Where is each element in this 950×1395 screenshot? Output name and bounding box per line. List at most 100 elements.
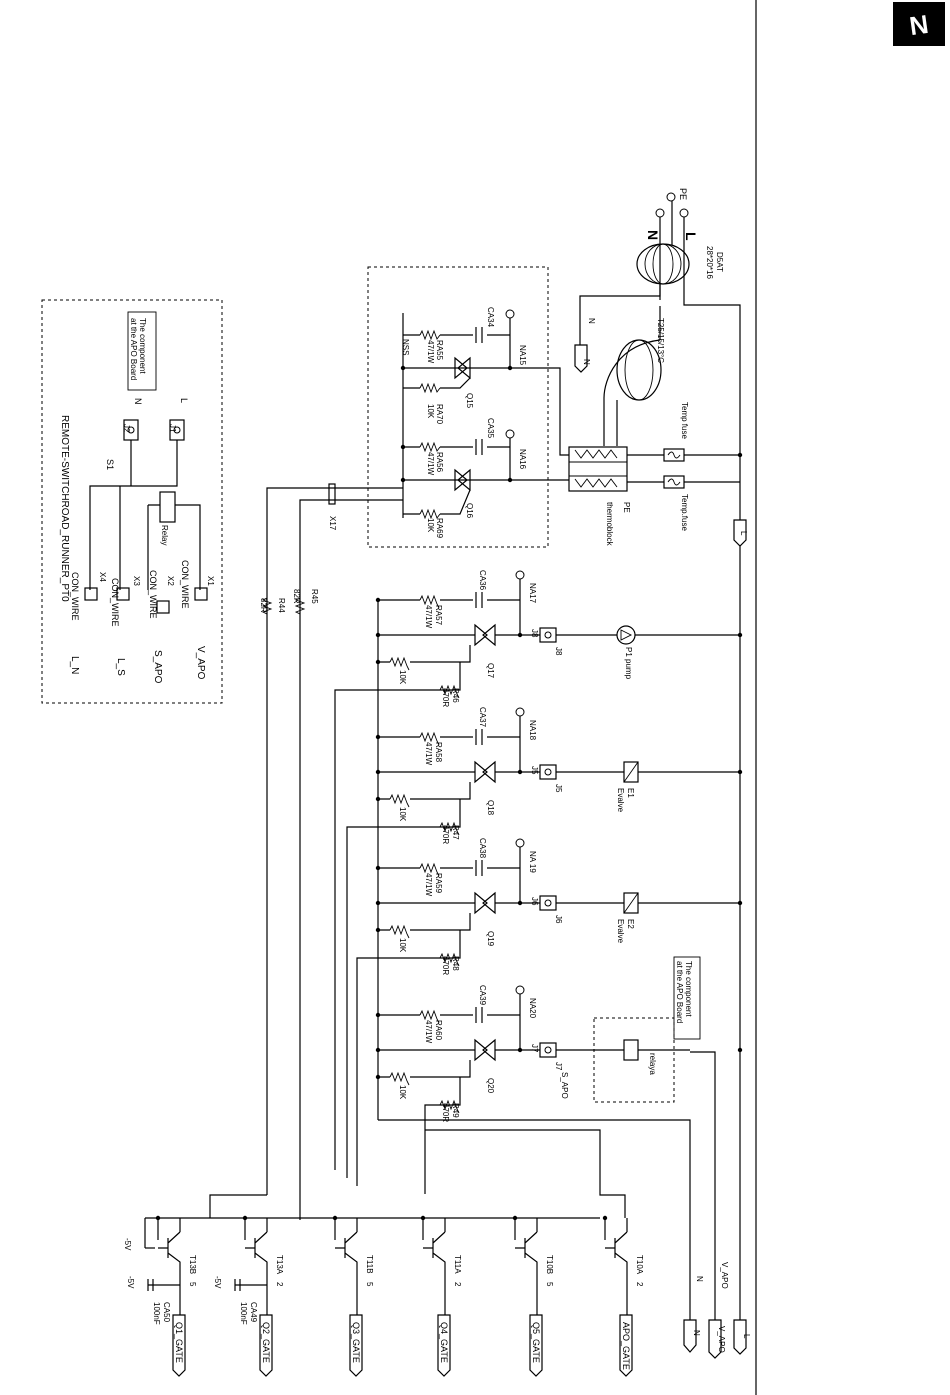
svg-text:Q16: Q16 [465,503,474,519]
node-label: NA17 [528,583,537,604]
svg-text:V_APO: V_APO [195,646,206,680]
snubber-resistor [419,731,440,746]
svg-text:R45: R45 [310,589,319,604]
transistor-label: T10A [635,1255,644,1275]
transistor-label: T10B [545,1255,554,1274]
cap-label: CA38 [478,838,487,859]
snubber-resistor [419,1009,440,1024]
svg-text:X2: X2 [166,576,175,586]
power-rails [377,546,741,1320]
transistor-pin: 5 [365,1282,374,1287]
transistor-pin: 2 [635,1282,644,1287]
snubber-value: 47/1W [424,873,433,897]
svg-text:RA55: RA55 [435,340,444,361]
svg-text:10K: 10K [426,518,435,533]
svg-text:82R: 82R [259,598,268,613]
svg-text:L: L [742,1334,751,1339]
cap-label: CA36 [478,570,487,591]
transistor-label: T11A [453,1255,462,1274]
snubber-resistor [419,594,440,609]
svg-text:L: L [179,398,189,403]
supply-label: -5V [126,1276,135,1289]
cap-label: CA37 [478,707,487,728]
drive-resistor [439,821,460,836]
svg-text:S1: S1 [105,459,115,470]
triac [474,760,488,784]
gate-label: Q5_GATE [531,1322,541,1363]
triac-label: Q18 [486,800,495,816]
svg-text:J1: J1 [168,424,177,433]
drive-res-value: 470R [441,1103,450,1122]
svg-text:Temp.fuse: Temp.fuse [680,494,689,531]
svg-text:thermoblock: thermoblock [605,502,614,547]
svg-text:RA56: RA56 [435,452,444,473]
svg-text:L_S: L_S [115,658,126,676]
drive-res-value: 470R [441,825,450,844]
gate-label: Q4_GATE [439,1322,449,1363]
triac-label: Q17 [486,663,495,679]
svg-text:The component: The component [138,318,147,374]
gate-label: APO_GATE [621,1322,631,1370]
drive-resistor [439,1099,460,1114]
svg-text:NA16: NA16 [518,449,527,470]
gate-connector [259,1314,273,1377]
drive-res-value: 470R [441,956,450,975]
svg-text:Relay: Relay [160,525,169,545]
gate-resistor [389,1071,410,1086]
bottom-nets: N N V_APO V_APO L [683,1262,751,1359]
gate-drive-line [346,826,440,1178]
connector-label-2: J5 [554,784,563,793]
gate-res-value: 10K [398,807,407,822]
drive-res-value: 470R [441,688,450,707]
valve-id: E2 [626,919,635,929]
cap-value: 100nF [152,1302,161,1325]
svg-text:CON_WIRE: CON_WIRE [70,572,80,621]
triac [474,1038,488,1062]
remote-switch-block: The component at the APO Board N L J2 J1… [41,299,223,704]
supply-label: -5V [213,1276,222,1289]
svg-text:D5AT: D5AT [715,252,724,272]
cap-label: CA50 [162,1302,171,1323]
triac-stage-4: CA39RA6047/1WNA20Q20J7J710KR49470Rrelaya… [375,985,743,1194]
gate-res-value: 10K [398,670,407,685]
pump-icon [616,625,636,645]
snubber-resistor [419,862,440,877]
svg-text:N: N [645,230,661,240]
svg-text:X4: X4 [98,572,107,582]
gate-label: Q3_GATE [351,1322,361,1363]
gate-resistor [389,793,410,808]
snubber-value: 47/1W [424,605,433,629]
svg-text:CON_WIRE: CON_WIRE [148,570,158,619]
svg-text:at the APO Board: at the APO Board [675,961,684,1023]
svg-text:N: N [133,398,143,405]
svg-text:10K: 10K [426,404,435,419]
gate-connector [349,1314,363,1377]
driver-transistors: T13B5Q1_GATECA50100nF-5VT13A2Q2_GATECA49… [123,1129,644,1377]
gate-resistor [389,924,410,939]
svg-text:L: L [683,232,699,241]
relay-coil [623,1039,639,1061]
connector-label-2: J6 [554,915,563,924]
transistor-pin: 2 [453,1282,462,1287]
node-label: NA20 [528,998,537,1019]
gate-connector [619,1314,633,1377]
svg-text:N: N [582,359,591,365]
gate-resistors: R45 82R R44 82R [259,589,319,615]
drive-resistor [439,684,460,699]
brand-logo-letter: N [907,9,930,41]
svg-text:CA35: CA35 [486,418,495,439]
svg-text:S_APO: S_APO [152,650,163,684]
transistor-pin: 2 [275,1282,284,1287]
connector-label: J6 [530,897,539,906]
drive-res-label: R46 [451,688,460,703]
svg-text:Temp fuse: Temp fuse [680,402,689,439]
transistor-label: T11B [365,1255,374,1274]
svg-text:L_N: L_N [69,656,80,674]
transistor-t11a: T11A 2Q4_GATE [420,1215,462,1377]
mains-input: PE N L D5AT 28*20*16 N N T25/15/13°C [574,188,741,520]
brand-logo: N [893,2,945,46]
svg-text:47/1W: 47/1W [426,340,435,364]
node-label: NA 19 [528,851,537,873]
snubber-value: 47/1W [424,742,433,766]
